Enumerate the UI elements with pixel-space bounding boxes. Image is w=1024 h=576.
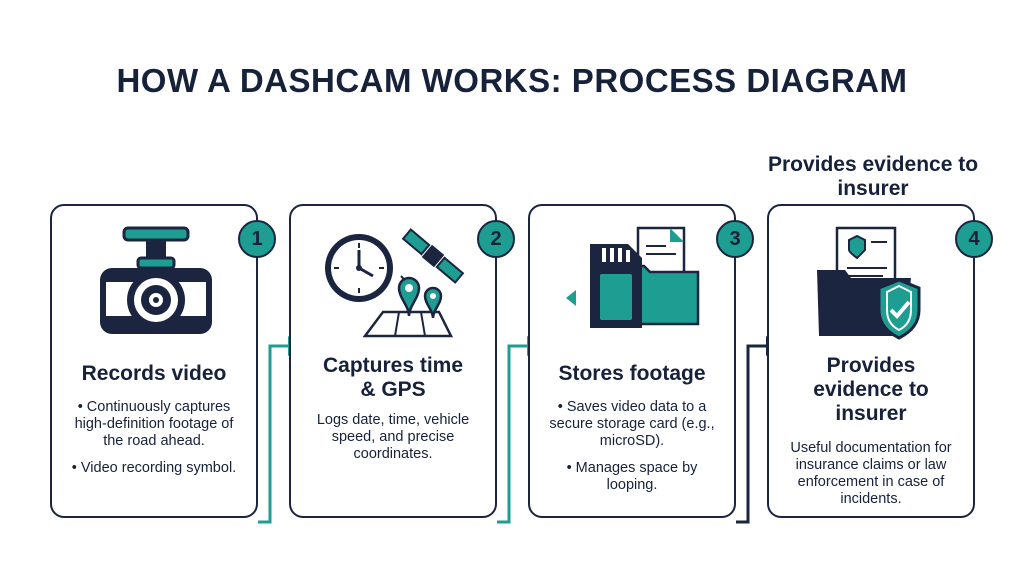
step-description: Useful documentation for insurance claim… <box>790 440 952 507</box>
step-description: • Saves video data to a secure storage c… <box>546 399 718 504</box>
dashcam-icon <box>100 226 212 334</box>
step-title: Provides evidence to insurer <box>813 354 929 425</box>
step-card-3: 3 Stores footage • Saves video data to a… <box>528 204 754 518</box>
step-bullet: • Manages space by looping. <box>566 460 698 493</box>
side-note: Provides evidence to insurer <box>767 153 979 200</box>
step-bullet: • Video recording symbol. <box>71 460 237 476</box>
evidence-folder-shield-icon <box>817 226 921 340</box>
page-title: HOW A DASHCAM WORKS: PROCESS DIAGRAM <box>116 62 908 99</box>
step-title: Records video <box>81 362 227 385</box>
step-title: Stores footage <box>558 362 706 385</box>
step-number-badge: 2 <box>477 220 515 258</box>
step-card-1: 1 Records video • Continuously captures … <box>50 204 276 518</box>
step-card-4: 4 Provides evidence to insurer Useful do… <box>767 204 993 518</box>
step-number-badge: 4 <box>955 220 993 258</box>
step-title: Captures time & GPS <box>322 354 464 401</box>
step-bullet: • Continuously captures high-definition … <box>74 399 234 449</box>
step-description: • Continuously captures high-definition … <box>64 399 244 487</box>
step-number-badge: 1 <box>238 220 276 258</box>
step-number-badge: 3 <box>716 220 754 258</box>
step-bullet: • Saves video data to a secure storage c… <box>549 399 715 449</box>
step-card-2: 2 Captures time & GPS Logs date, time, v… <box>289 204 515 518</box>
clock-satellite-map-icon <box>325 228 465 338</box>
step-description: Logs date, time, vehicle speed, and prec… <box>316 412 470 462</box>
sd-card-folder-icon <box>566 226 700 328</box>
